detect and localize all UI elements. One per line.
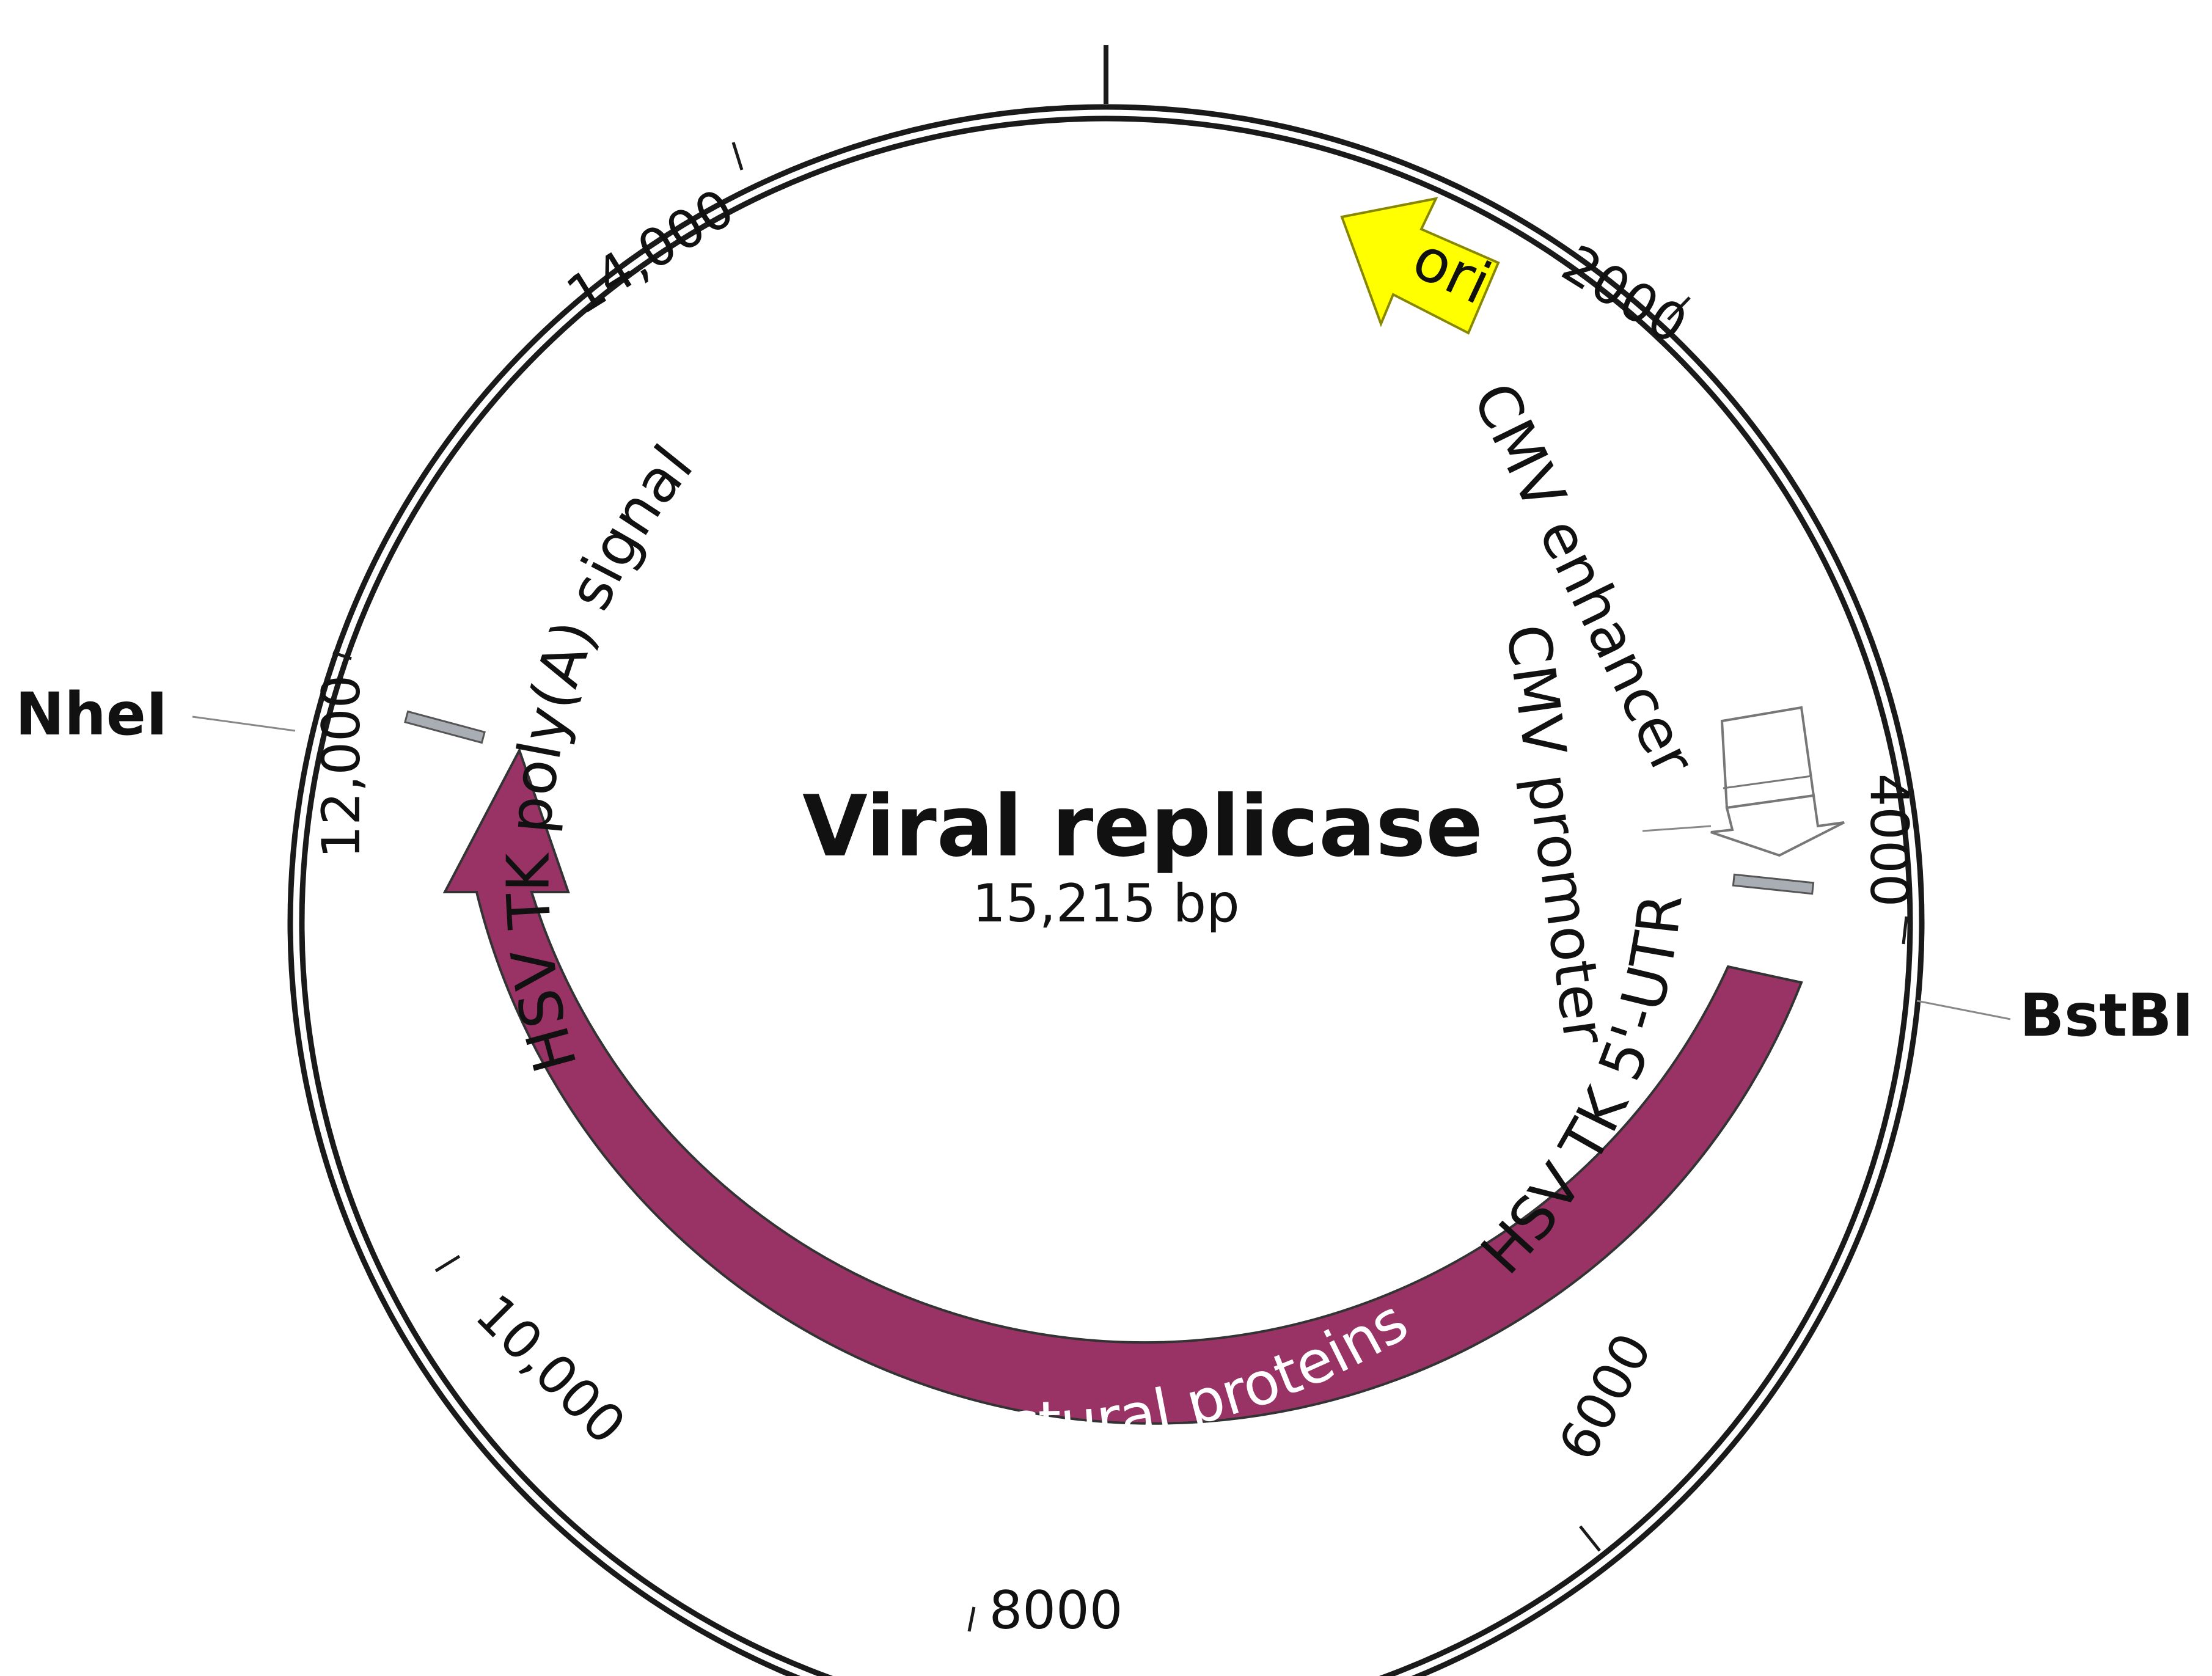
cmv-promoter-leader xyxy=(1642,825,1712,832)
restriction-site-bstbi[interactable]: BstBI xyxy=(2020,981,2194,1050)
tick-mark xyxy=(1667,296,1691,321)
tick-label-8000: 8000 xyxy=(989,1580,1123,1641)
utr-marker[interactable] xyxy=(1732,873,1815,895)
backbone-outer-ring xyxy=(287,104,1925,1676)
tick-label-6000: 6000 xyxy=(1547,1323,1664,1470)
cmv-enhancer-label: CMV enhancer xyxy=(1459,372,1708,786)
tick-mark xyxy=(332,651,352,661)
tick-mark xyxy=(1902,916,1908,945)
cmv-promoter-arrow[interactable] xyxy=(1710,706,1845,857)
tick-label-14000: 14,000 xyxy=(557,177,745,326)
scale-ticks xyxy=(332,45,1908,1632)
tick-mark xyxy=(731,142,744,170)
backbone-inner-ring xyxy=(299,115,1913,1676)
plasmid-size: 15,215 bp xyxy=(972,873,1239,934)
bstbi-leader-line xyxy=(1916,1000,2011,1020)
tick-label-12000: 12,000 xyxy=(311,675,372,859)
hsv-tk-polya-label: HSV TK poly(A) signal xyxy=(494,433,706,1079)
polya-signal-marker[interactable] xyxy=(404,710,486,744)
tick-label-2000: 2000 xyxy=(1551,233,1697,356)
tick-mark xyxy=(434,1254,461,1273)
plasmid-name: Viral replicase xyxy=(802,777,1483,876)
tick-mark xyxy=(967,1606,976,1632)
tick-label-4000: 4000 xyxy=(1858,774,1919,907)
tick-label-10000: 10,000 xyxy=(464,1283,637,1456)
tick-mark xyxy=(1579,1525,1601,1552)
restriction-site-nhei[interactable]: NheI xyxy=(15,680,168,748)
ori-arrow[interactable] xyxy=(1340,197,1500,335)
nhei-leader-line xyxy=(192,715,296,732)
nonstructural-proteins-arrow[interactable] xyxy=(442,747,1803,1425)
